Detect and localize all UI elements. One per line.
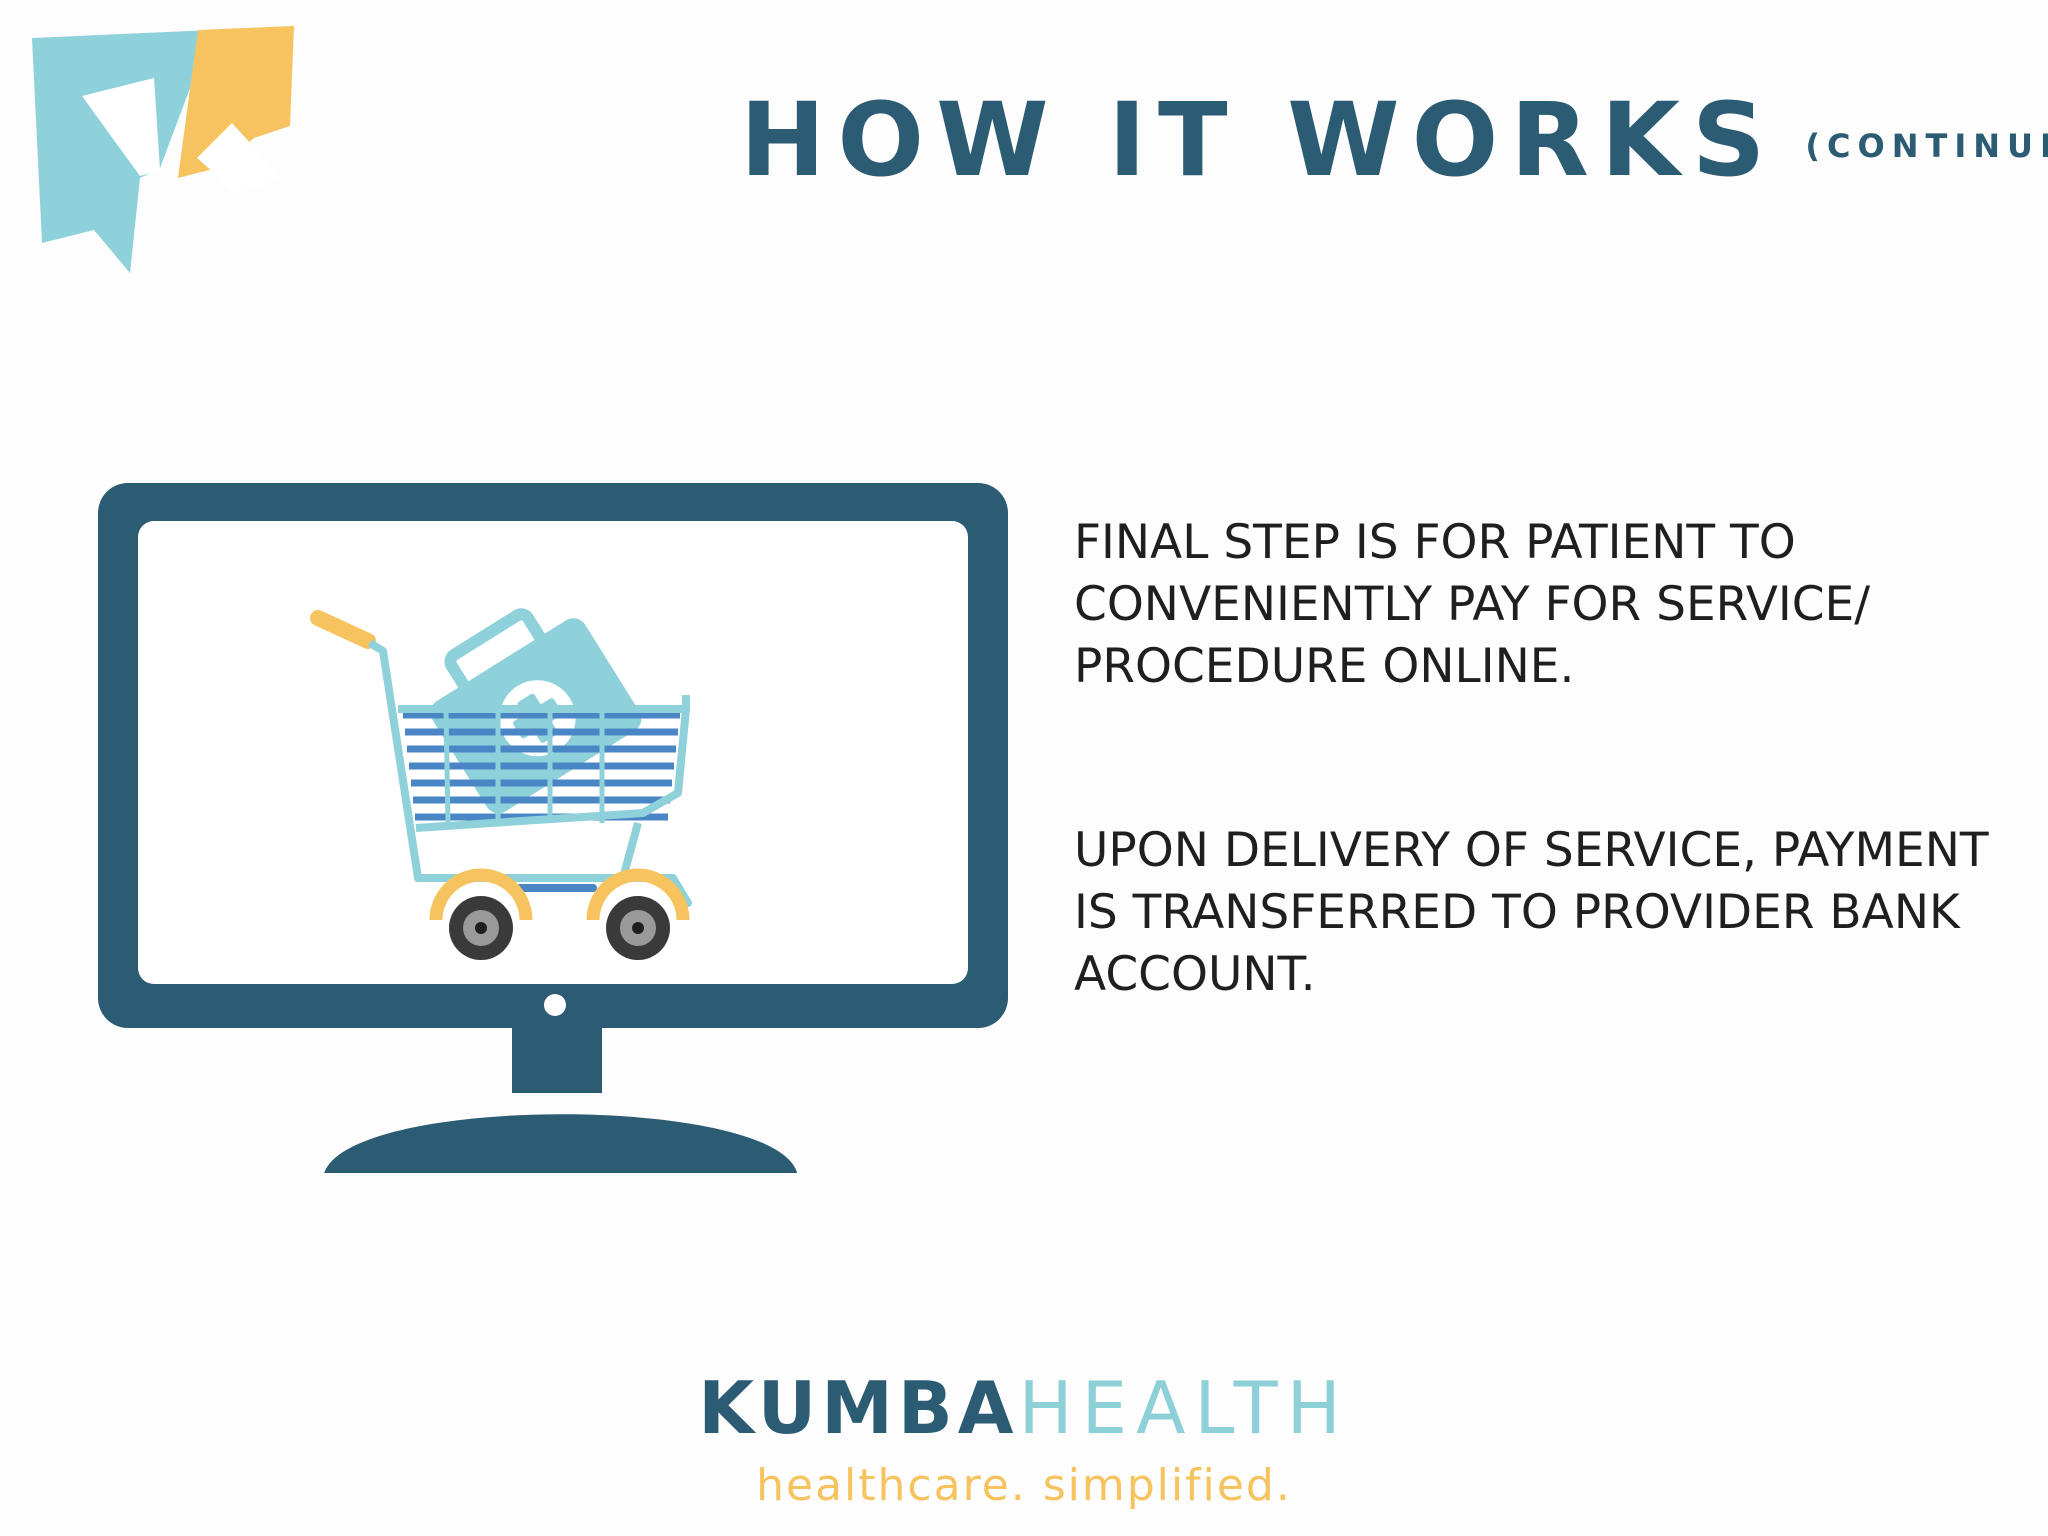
brand-name-health: HEALTH: [1018, 1366, 1350, 1450]
step-description: FINAL STEP IS FOR PATIENT TO CONVENIENTL…: [1074, 515, 1871, 694]
page-title: HOW IT WORKS: [740, 81, 1778, 200]
shopping-cart-icon: [310, 608, 692, 960]
monitor-icon: [98, 483, 1008, 1173]
page-subtitle: (CONTINUED): [1805, 127, 2048, 165]
kumba-logo: [32, 26, 294, 273]
payment-description: UPON DELIVERY OF SERVICE, PAYMENT IS TRA…: [1074, 823, 1989, 1002]
brand-wordmark: KUMBAHEALTH: [0, 1372, 2048, 1444]
brand-tagline: healthcare. simplified.: [756, 1460, 1292, 1511]
brand-name-kumba: KUMBA: [698, 1366, 1019, 1450]
page-heading: HOW IT WORKS (CONTINUED): [740, 90, 2048, 192]
